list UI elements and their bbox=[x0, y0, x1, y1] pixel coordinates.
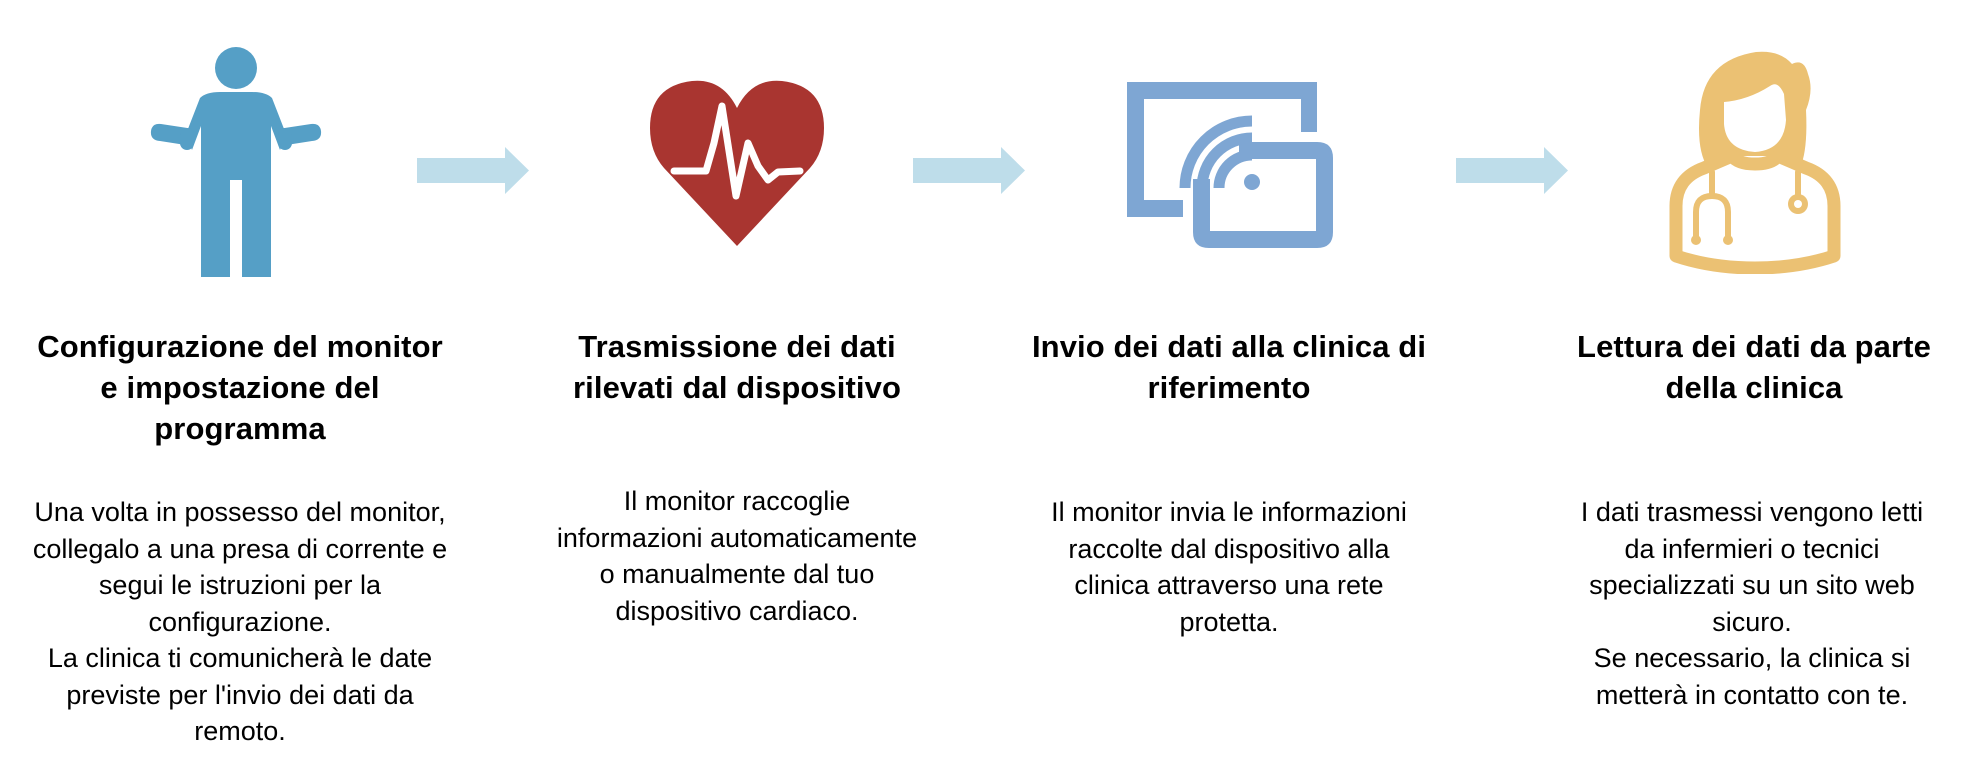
title-line: Lettura dei dati da parte bbox=[1577, 329, 1931, 364]
body-line: Il monitor raccoglie bbox=[623, 486, 851, 516]
step-3-title: Invio dei dati alla clinica di riferimen… bbox=[969, 326, 1489, 408]
title-line: e impostazione del bbox=[100, 370, 380, 405]
body-line: Una volta in possesso del monitor, bbox=[34, 497, 446, 527]
step-1-title: Configurazione del monitor e impostazion… bbox=[0, 326, 500, 449]
body-line: configurazione. bbox=[148, 606, 332, 637]
title-line: Configurazione del monitor bbox=[37, 329, 443, 364]
body-line: I dati trasmessi vengono letti bbox=[1580, 497, 1924, 527]
body-line: o manualmente dal tuo bbox=[599, 559, 875, 589]
body-line: protetta. bbox=[1179, 606, 1279, 637]
body-line: raccolte dal dispositivo alla bbox=[1068, 533, 1390, 564]
title-line: Trasmissione dei dati bbox=[578, 329, 896, 364]
title-line: della clinica bbox=[1665, 370, 1843, 405]
arrow-right-icon bbox=[1456, 147, 1568, 194]
step-2-title: Trasmissione dei dati rilevati dal dispo… bbox=[477, 326, 997, 408]
body-line: remoto. bbox=[194, 716, 286, 746]
title-line: riferimento bbox=[1147, 370, 1311, 405]
body-line: previste per l'invio dei dati da bbox=[66, 679, 414, 710]
body-line: informazioni automaticamente bbox=[556, 522, 918, 553]
body-line: metterà in contatto con te. bbox=[1595, 679, 1909, 710]
arrow-right-icon bbox=[417, 147, 529, 194]
person-shrug-icon bbox=[150, 46, 322, 278]
body-line: segui le istruzioni per la bbox=[98, 570, 382, 600]
body-line: Il monitor invia le informazioni bbox=[1051, 497, 1407, 527]
body-line: dispositivo cardiaco. bbox=[615, 595, 859, 626]
step-4-description: I dati trasmessi vengono letti da inferm… bbox=[1492, 494, 1980, 713]
body-line: Se necessario, la clinica si bbox=[1593, 643, 1911, 673]
title-line: Invio dei dati alla clinica di bbox=[1031, 329, 1427, 364]
title-line: rilevati dal dispositivo bbox=[573, 370, 901, 405]
step-2-description: Il monitor raccoglie informazioni automa… bbox=[477, 483, 997, 629]
body-line: sicuro. bbox=[1712, 606, 1792, 637]
body-line: collegalo a una presa di corrente e bbox=[32, 533, 448, 564]
body-line: clinica attraverso una rete bbox=[1074, 570, 1384, 600]
step-4-title: Lettura dei dati da parte della clinica bbox=[1494, 326, 1980, 408]
doctor-stethoscope-icon bbox=[1668, 50, 1842, 274]
body-line: specializzati su un sito web bbox=[1589, 570, 1915, 600]
heart-pulse-icon bbox=[650, 80, 824, 246]
title-line: programma bbox=[154, 411, 326, 446]
step-1-description: Una volta in possesso del monitor, colle… bbox=[0, 494, 500, 750]
body-line: da infermieri o tecnici bbox=[1624, 533, 1880, 564]
step-3-description: Il monitor invia le informazioni raccolt… bbox=[969, 494, 1489, 640]
body-line: La clinica ti comunicherà le date bbox=[47, 643, 433, 673]
arrow-right-icon bbox=[913, 147, 1025, 194]
wireless-device-icon bbox=[1127, 82, 1333, 248]
